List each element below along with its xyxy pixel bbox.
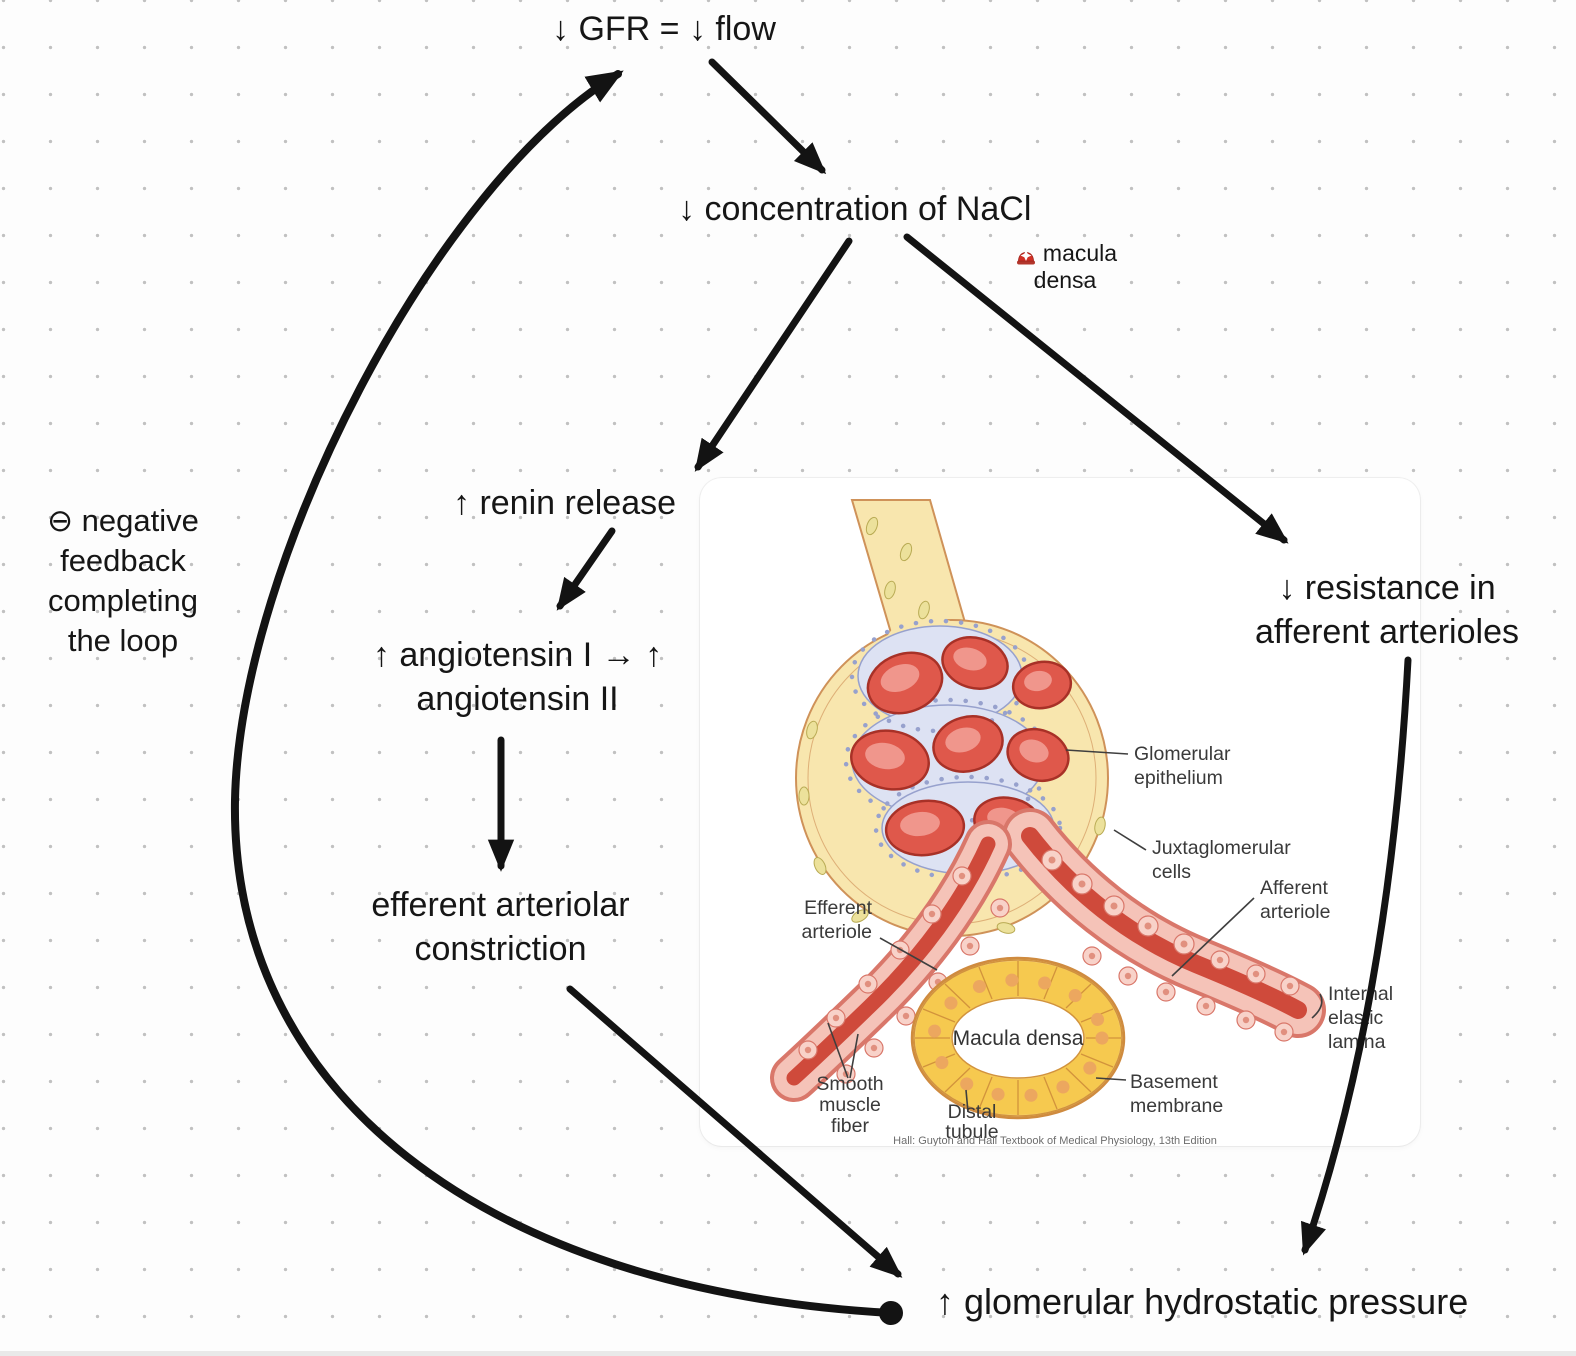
figure-label-smooth-muscle-fiber: Smooth [816, 1073, 883, 1095]
feedback-loop-start-dot[interactable] [879, 1301, 903, 1325]
resistance-line1: ↓ resistance in [1278, 569, 1496, 607]
figure-label-juxtaglomerular-cells: Juxtaglomerular [1152, 837, 1291, 859]
node-efferent-constriction[interactable]: efferent arteriolar constriction [308, 883, 693, 971]
macula-note-line1: macula [1042, 240, 1118, 266]
node-gfr-flow[interactable]: ↓ GFR = ↓ flow [552, 10, 776, 48]
resistance-line2: afferent arterioles [1255, 613, 1519, 651]
feedback-line1: ⊖ negative [47, 503, 199, 538]
node-renin-release[interactable]: ↑ renin release [453, 484, 677, 522]
svg-text:arteriole: arteriole [802, 921, 872, 943]
angiotensin-line1: ↑ angiotensin I → ↑ [372, 636, 663, 674]
svg-text:tubule: tubule [945, 1121, 998, 1143]
figure-label-macula-densa: Macula densa [953, 1027, 1084, 1050]
figure-label-efferent-arteriole: Efferent [804, 897, 873, 919]
efferent-line1: efferent arteriolar [371, 886, 630, 924]
figure-label-distal-tubule: Distal [948, 1101, 997, 1123]
node-macula-densa-note[interactable]: macula densa [1000, 240, 1130, 294]
figure-label-afferent-arteriole: Afferent [1260, 877, 1329, 899]
rotating-light-icon [1013, 241, 1039, 267]
node-negative-feedback[interactable]: ⊖ negative feedback completing the loop [8, 501, 238, 661]
macula-note-line2: densa [1033, 267, 1097, 293]
svg-text:arteriole: arteriole [1260, 901, 1330, 923]
arrow-nacl-to-renin[interactable] [694, 237, 853, 472]
node-hydrostatic-pressure[interactable]: ↑ glomerular hydrostatic pressure [936, 1281, 1469, 1322]
svg-text:elastic: elastic [1328, 1007, 1384, 1029]
svg-text:muscle: muscle [819, 1094, 881, 1116]
feedback-line3: completing [48, 583, 198, 618]
efferent-line2: constriction [414, 930, 587, 968]
canvas-bottom-edge [0, 1351, 1576, 1356]
angiotensin-line2: angiotensin II [416, 680, 619, 718]
figure-label-basement-membrane: Basement [1130, 1071, 1218, 1093]
svg-text:lamina: lamina [1328, 1031, 1386, 1053]
figure-label-glomerular-epithelium: Glomerular [1134, 743, 1231, 765]
figure-caption: Hall: Guyton and Hall Textbook of Medica… [893, 1135, 1217, 1146]
svg-text:fiber: fiber [831, 1115, 869, 1137]
macula-densa-ring: Macula densa [910, 956, 1126, 1120]
arrow-gfr-to-nacl[interactable] [708, 58, 827, 175]
figure-label-internal-elastic-lamina: Internal [1328, 983, 1393, 1005]
svg-text:membrane: membrane [1130, 1095, 1223, 1117]
feedback-line4: the loop [67, 623, 179, 658]
node-nacl-concentration[interactable]: ↓ concentration of NaCl [678, 190, 1032, 228]
svg-text:epithelium: epithelium [1134, 767, 1223, 789]
node-afferent-resistance[interactable]: ↓ resistance in afferent arterioles [1212, 566, 1562, 654]
svg-text:cells: cells [1152, 861, 1191, 883]
feedback-line2: feedback [60, 543, 186, 578]
afferent-arteriole-vessel [1002, 808, 1326, 1038]
node-angiotensin[interactable]: ↑ angiotensin I → ↑ angiotensin II [330, 633, 705, 721]
arrow-renin-to-angiotensin[interactable] [556, 527, 616, 611]
